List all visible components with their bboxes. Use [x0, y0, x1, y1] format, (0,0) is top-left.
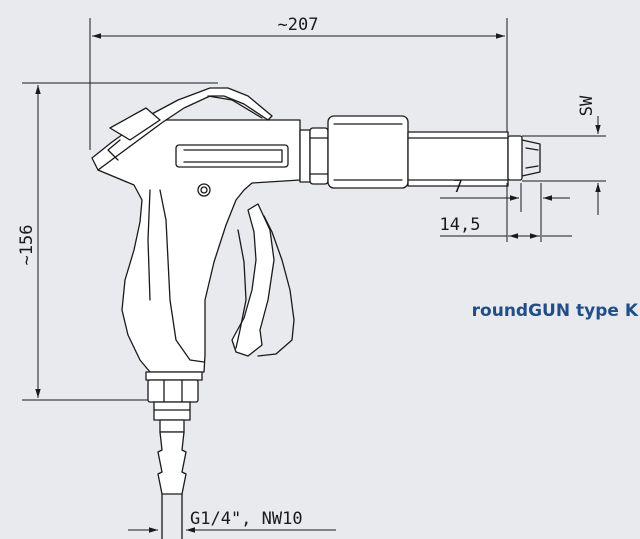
height-dimension: ~156 — [17, 82, 218, 401]
coupling-and-nozzle — [299, 115, 541, 189]
sw-dimension: SW — [522, 95, 606, 215]
bottom-fitting-and-hose — [145, 371, 203, 539]
seven-dimension: 7 — [440, 177, 570, 212]
thread-callout: G1/4", NW10 — [128, 509, 336, 533]
seven-label: 7 — [453, 177, 463, 197]
fourteen-label: 14,5 — [440, 215, 481, 235]
thread-label: G1/4", NW10 — [190, 509, 303, 529]
sw-label: SW — [577, 95, 597, 116]
product-title: roundGUN type K — [472, 301, 639, 321]
width-label: ~207 — [278, 15, 319, 35]
width-dimension: ~207 — [89, 15, 508, 150]
gun-body — [91, 87, 301, 373]
height-label: ~156 — [17, 225, 37, 266]
fourteen-dimension: 14,5 — [440, 183, 572, 242]
